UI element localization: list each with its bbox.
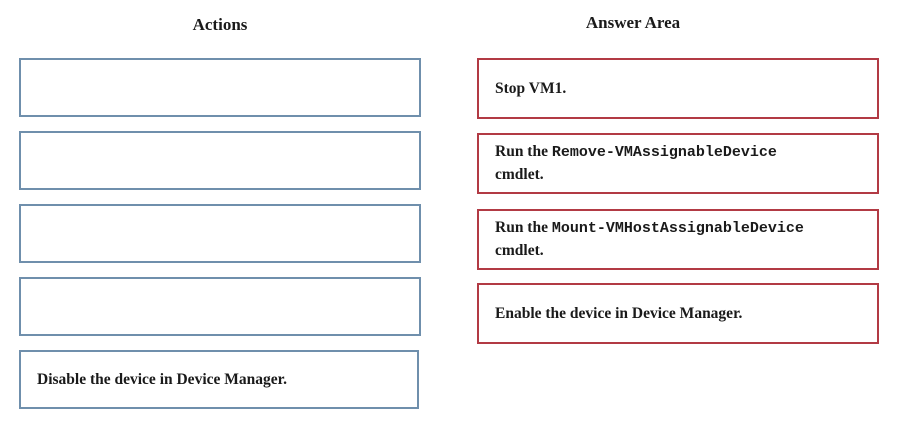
answer-item-remove-device[interactable]: Run the Remove-VMAssignableDevice cmdlet… [477, 133, 879, 194]
answer-item-prefix: Run the [495, 143, 548, 160]
answer-item-text: Run the Remove-VMAssignableDevice cmdlet… [495, 141, 777, 186]
actions-heading: Actions [192, 15, 248, 34]
answer-item-label: Enable the device in Device Manager. [495, 304, 743, 322]
action-item-label: Disable the device in Device Manager. [37, 370, 287, 388]
cmdlet-name: Mount-VMHostAssignableDevice [551, 220, 804, 237]
answer-area-heading: Answer Area [585, 13, 681, 32]
action-slot-1[interactable] [19, 58, 421, 117]
answer-item-suffix: cmdlet. [495, 242, 544, 259]
answer-item-text: Run the Mount-VMHostAssignableDevice cmd… [495, 217, 804, 262]
action-slot-2[interactable] [19, 131, 421, 190]
cmdlet-name: Remove-VMAssignableDevice [551, 144, 777, 161]
answer-item-enable-device[interactable]: Enable the device in Device Manager. [477, 283, 879, 344]
answer-item-prefix: Run the [495, 219, 548, 236]
action-slot-3[interactable] [19, 204, 421, 263]
answer-item-stop-vm[interactable]: Stop VM1. [477, 58, 879, 119]
answer-item-mount-device[interactable]: Run the Mount-VMHostAssignableDevice cmd… [477, 209, 879, 270]
answer-item-label: Stop VM1. [495, 79, 567, 97]
action-slot-4[interactable] [19, 277, 421, 336]
action-item-disable-device[interactable]: Disable the device in Device Manager. [19, 350, 419, 409]
answer-item-suffix: cmdlet. [495, 166, 544, 183]
